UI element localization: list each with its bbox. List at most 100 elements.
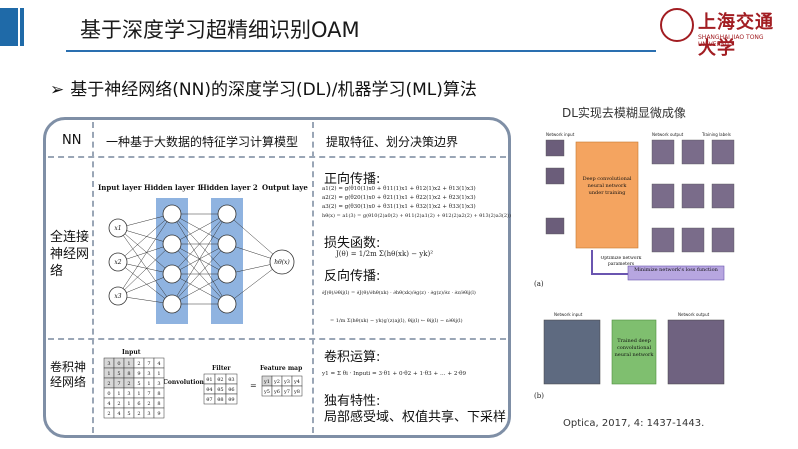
input-cell-value: 6 [137, 401, 140, 407]
forward-formula-1: a1(2) = g(θ10(1)x0 + θ11(1)x1 + θ12(1)x2… [322, 186, 476, 192]
input-cell-value: 1 [117, 391, 120, 397]
feature-cell-value: y3 [283, 379, 290, 385]
loss-box-text: Minimize network's loss function [634, 267, 718, 273]
input-cell-value: 7 [117, 381, 120, 387]
fig-a-training-labels: Training labels [701, 132, 731, 137]
input-cell-value: 3 [157, 381, 160, 387]
input-cell-value: 0 [117, 361, 120, 367]
conv-formula: y1 = Σ θi · Inputi = 3·θ1 + 0·θ2 + 1·θ3 … [322, 371, 467, 377]
fig-b-output-image [667, 319, 725, 385]
input-cell-value: 2 [137, 361, 140, 367]
input-cell-value: 1 [147, 381, 150, 387]
sjtu-seal-icon [660, 8, 694, 42]
input-cell-value: 2 [127, 381, 130, 387]
filter-cell-value: θ4 [206, 387, 212, 393]
input-cell-value: 4 [107, 401, 110, 407]
backward-formula-1: ∂J(θ)/∂θij(l) = ∂J(θ)/∂hθ(xk) · ∂hθ(xk)/… [322, 290, 476, 296]
forward-formula-2: a2(2) = g(θ20(1)x0 + θ21(1)x1 + θ22(1)x2… [322, 195, 476, 201]
network-training-box [575, 141, 639, 249]
header-model: 一种基于大数据的特征学习计算模型 [106, 135, 299, 149]
input-cell-value: 2 [147, 401, 150, 407]
feature-cell [291, 385, 303, 397]
input-cell-value: 2 [107, 411, 110, 417]
loss-formula: J(θ) = 1/2m Σ(hθ(xk) − yk)² [336, 250, 434, 258]
optimize-text: Optimize network parameters [600, 256, 642, 267]
input-cell-value: 3 [127, 391, 130, 397]
output-thumbs [651, 139, 735, 253]
right-title: DL实现去模糊显微成像 [562, 106, 686, 120]
filter-grid-title: Filter [212, 365, 231, 372]
conv-title: 卷积运算: [324, 350, 381, 365]
fc-network-diagram: Input layer Hidden layer 1 Hidden layer … [98, 183, 308, 324]
backward-formula-2: = 1/m Σ(hθ(xk) − yk)g′(z)aj(l), θij(l) ←… [330, 318, 463, 324]
input-cell-value: 8 [157, 391, 160, 397]
figure-b: (b) Network input Network output Trained… [534, 312, 725, 400]
figure-a: (a) Network input Network output Trainin… [534, 132, 735, 288]
input-cell-value: 1 [107, 371, 110, 377]
network-training-text: Deep convolutional neural network under … [582, 176, 632, 196]
fig-b-label: (b) [534, 392, 544, 400]
feature-cell-value: y4 [293, 379, 300, 385]
input-cell-value: 5 [117, 371, 120, 377]
feature-cell-value: y8 [293, 389, 300, 395]
input-thumbs [545, 139, 565, 235]
fig-b-network-output: Network output [678, 312, 710, 317]
fig-a-network-output: Network output [652, 132, 684, 137]
title-accent-bar [0, 8, 18, 46]
input-cell-value: 1 [127, 401, 130, 407]
feature-map-title: Feature map [260, 365, 302, 372]
filter-cell-value: θ3 [228, 377, 234, 383]
citation: Optica, 2017, 4: 1437-1443. [563, 418, 705, 429]
features-title: 独有特性: [324, 394, 381, 409]
row-label-cnn: 卷积神经网络 [50, 360, 87, 389]
row-label-fcnn: 全连接神经网络 [50, 230, 90, 279]
forward-formula-4: hθ(x) = a1(3) = g(θ10(2)a0(2) + θ11(2)a1… [322, 213, 511, 219]
input-grid-title: Input [122, 349, 141, 356]
input-cell-value: 8 [157, 401, 160, 407]
filter-cell [225, 393, 238, 405]
input-cell-value: 0 [107, 391, 110, 397]
input-cell-value: 3 [147, 411, 150, 417]
input-cell [153, 407, 165, 419]
filter-cell-value: θ5 [217, 387, 223, 393]
label-output-layer: Output layer [262, 183, 308, 192]
table-divider-col2 [312, 122, 314, 433]
input-node-x1: x1 [114, 225, 121, 232]
input-cell-value: 7 [147, 391, 150, 397]
table-divider-row [48, 338, 506, 340]
input-node-x3: x3 [114, 293, 121, 300]
convolution-label: "Convolution" [160, 379, 207, 386]
title-accent-bar-thin [20, 8, 24, 46]
bullet-line: ➢基于神经网络(NN)的深度学习(DL)/机器学习(ML)算法 [50, 75, 477, 100]
input-cell-value: 8 [127, 371, 130, 377]
feature-cell-value: y5 [263, 389, 270, 395]
filter-cell-value: θ8 [217, 397, 223, 403]
fig-a-label: (a) [534, 280, 544, 288]
nn-table-panel [43, 117, 511, 438]
loss-title: 损失函数: [324, 236, 381, 251]
input-cell-value: 2 [117, 401, 120, 407]
output-node: hθ(x) [274, 259, 290, 266]
bullet-text: 基于神经网络(NN)的深度学习(DL)/机器学习(ML)算法 [70, 80, 477, 100]
input-cell-value: 7 [147, 361, 150, 367]
filter-cell-value: θ1 [206, 377, 212, 383]
label-hidden2: Hidden layer 2 [200, 183, 258, 192]
equals-sign: = [250, 381, 257, 390]
fig-b-input-image [543, 319, 601, 385]
feature-cell-value: y7 [283, 389, 290, 395]
logo-name-en: SHANGHAI JIAO TONG UNIVERSITY [698, 34, 764, 48]
forward-formula-3: a3(2) = g(θ30(1)x0 + θ31(1)x1 + θ32(1)x2… [322, 204, 476, 210]
trained-network-text: Trained deep convolutional neural networ… [614, 338, 654, 358]
logo-name-cn: 上海交通大学 [698, 12, 774, 59]
input-cell-value: 3 [147, 371, 150, 377]
optimize-arrow [591, 250, 628, 275]
header-features: 提取特征、划分决策边界 [326, 135, 459, 149]
table-divider-header [48, 156, 506, 158]
forward-title: 正向传播: [324, 172, 381, 187]
title-underline [66, 50, 656, 52]
label-input-layer: Input layer [98, 183, 142, 192]
label-hidden1: Hidden layer 1 [144, 183, 202, 192]
filter-cell-value: θ7 [206, 397, 212, 403]
filter-cell-value: θ9 [228, 397, 234, 403]
